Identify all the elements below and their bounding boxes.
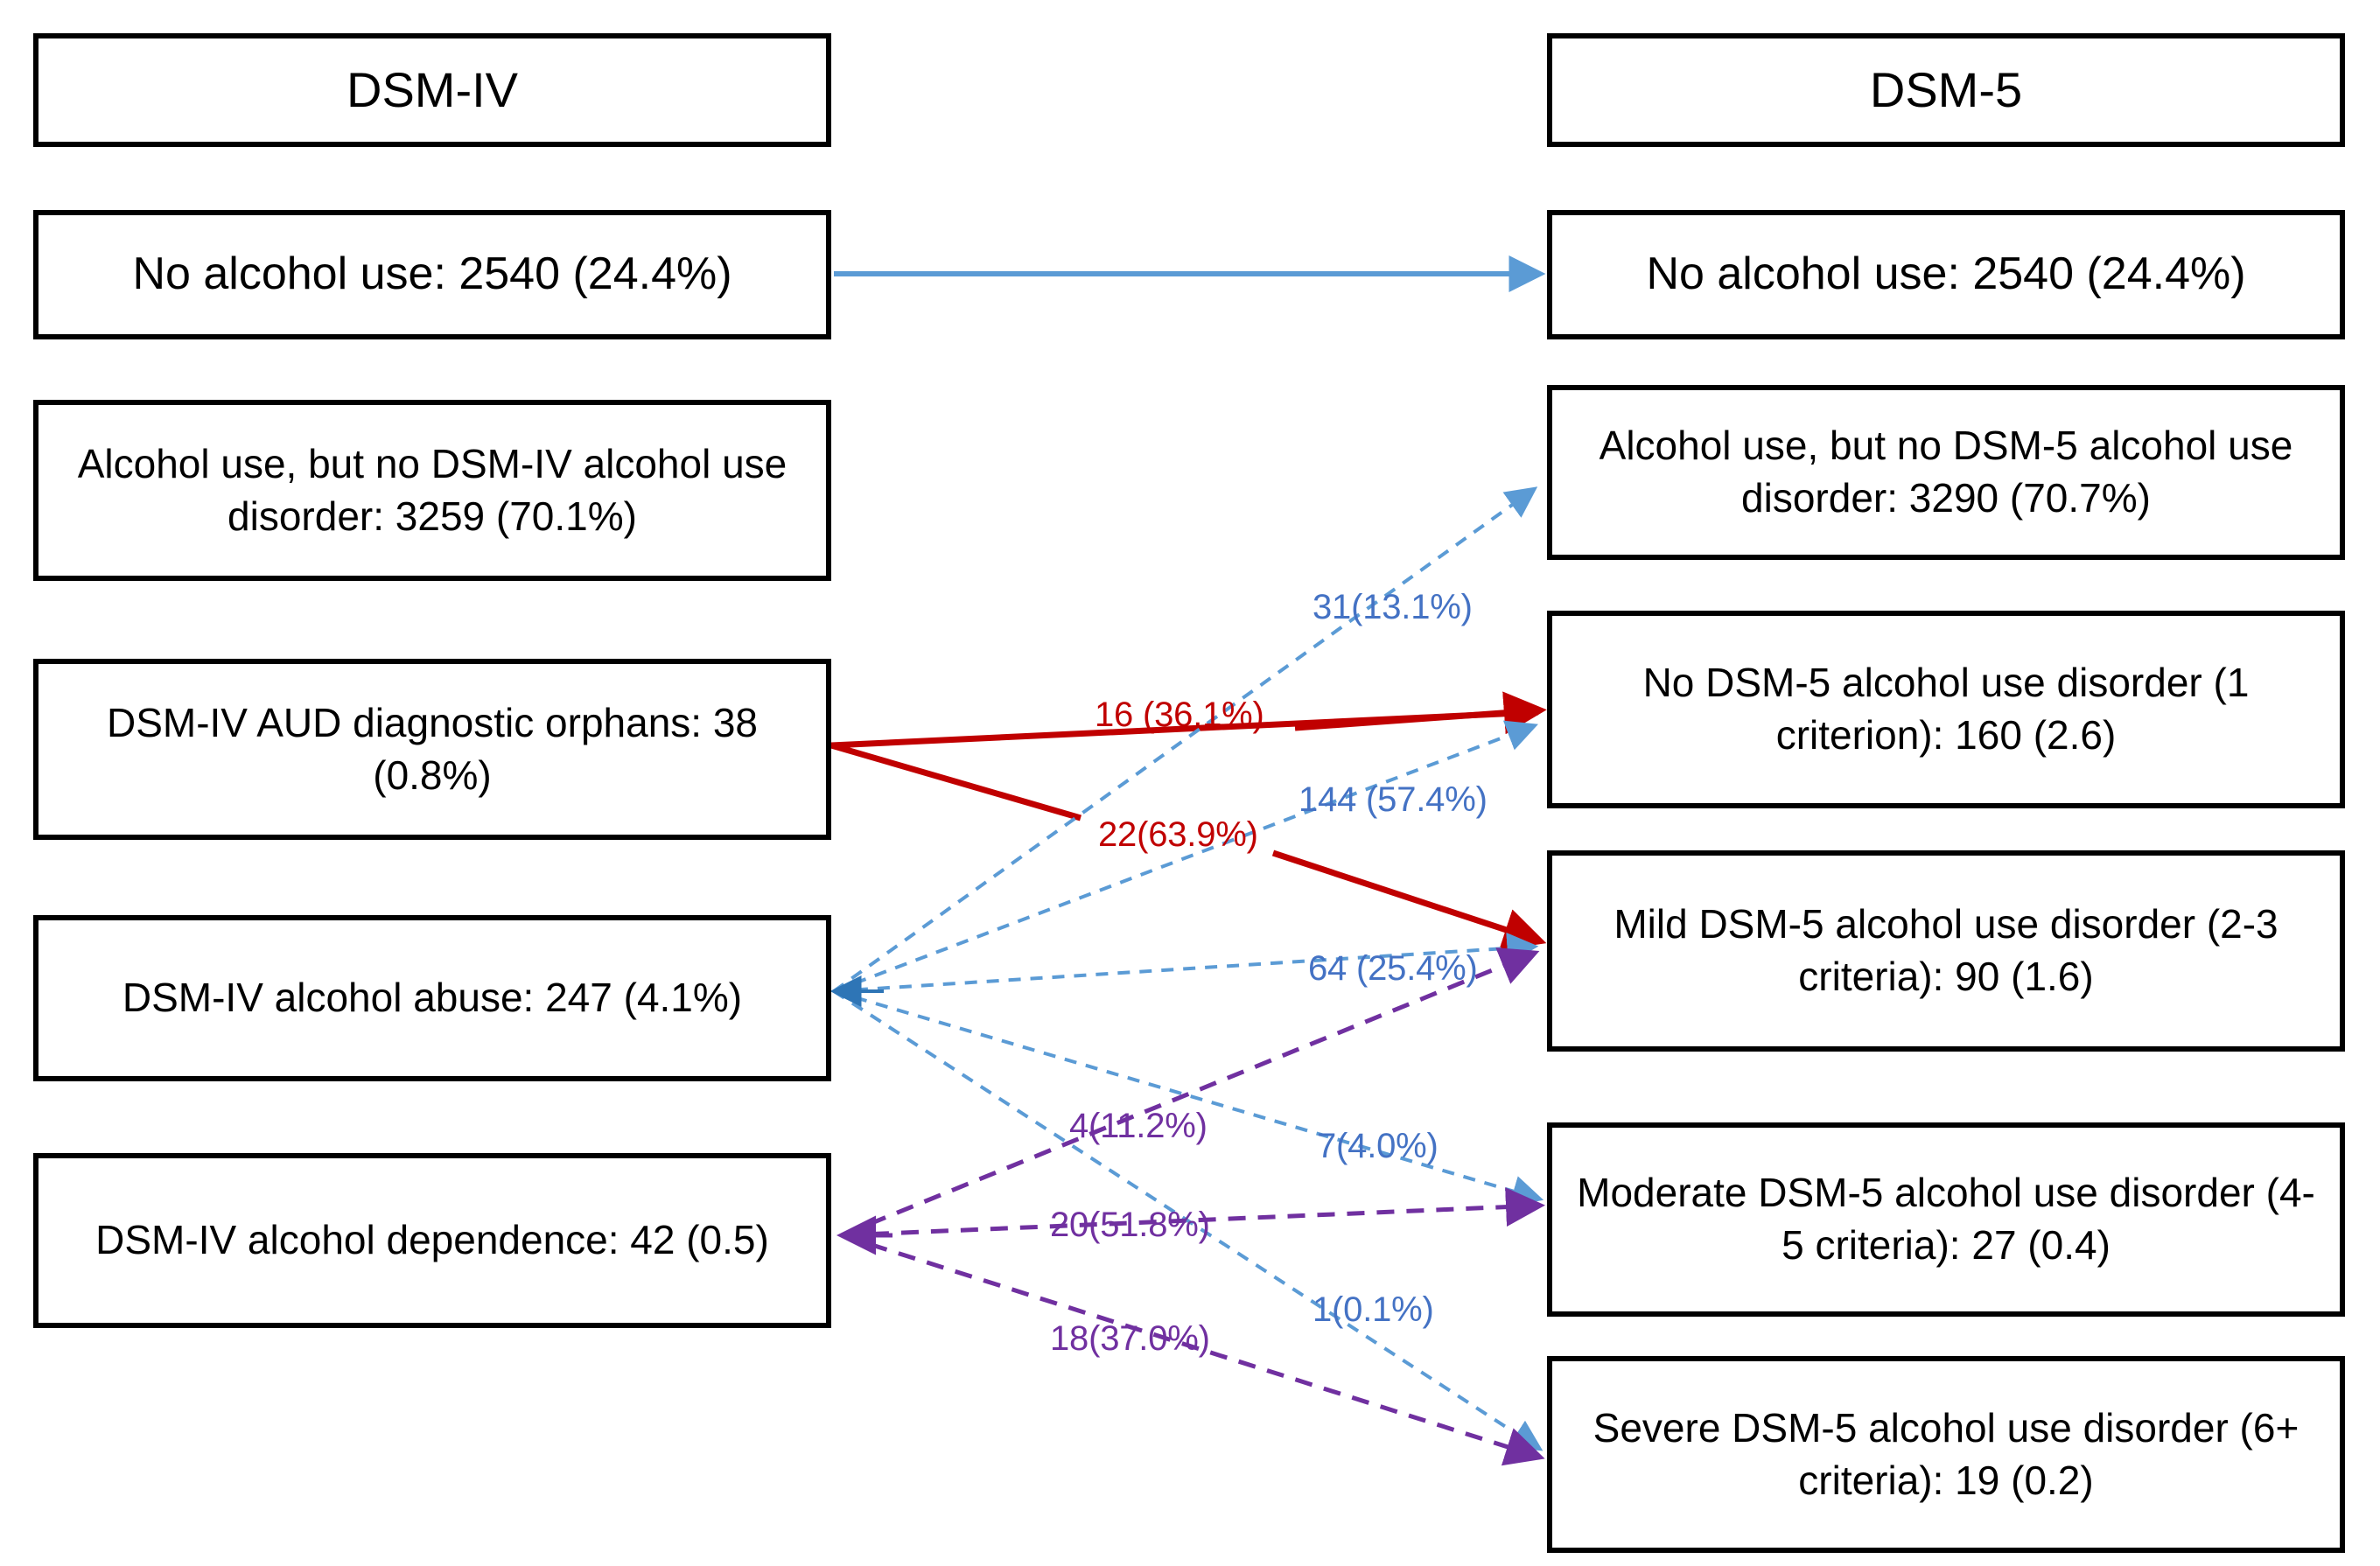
node-dsm4-no-use[interactable]: No alcohol use: 2540 (24.4%) [33, 210, 831, 339]
node-dsm4-use-no-aud-label: Alcohol use, but no DSM-IV alcohol use d… [77, 440, 788, 539]
edge-label-144: 144 (57.4%) [1298, 780, 1488, 819]
node-dsm5-no-use-label: No alcohol use: 2540 (24.4%) [1646, 248, 2246, 300]
node-dsm5-severe-label: Severe DSM-5 alcohol use disorder (6+ cr… [1592, 1404, 2300, 1503]
node-dsm5-use-no-aud[interactable]: Alcohol use, but no DSM-5 alcohol use di… [1547, 385, 2345, 560]
edge-dependence-to-mild [841, 947, 1540, 1238]
column-header-dsm5-label: DSM-5 [1869, 61, 2023, 117]
edge-label-18: 18(37.0%) [1050, 1319, 1210, 1358]
node-dsm5-no-aud-1-label: No DSM-5 alcohol use disorder (1 criteri… [1642, 660, 2250, 758]
edge-label-64: 64 (25.4%) [1308, 949, 1478, 988]
node-dsm4-orphans[interactable]: DSM-IV AUD diagnostic orphans: 38 (0.8%) [33, 659, 831, 840]
node-dsm4-dependence-label: DSM-IV alcohol dependence: 42 (0.5) [95, 1217, 769, 1263]
node-dsm4-orphans-label: DSM-IV AUD diagnostic orphans: 38 (0.8%) [106, 699, 759, 798]
node-dsm4-abuse[interactable]: DSM-IV alcohol abuse: 247 (4.1%) [33, 915, 831, 1081]
column-header-dsm4-label: DSM-IV [346, 61, 518, 117]
node-dsm5-mild[interactable]: Mild DSM-5 alcohol use disorder (2-3 cri… [1547, 850, 2345, 1052]
edge-label-16: 16 (36.1%) [1095, 696, 1264, 734]
edge-label-7: 7(4.0%) [1317, 1127, 1438, 1165]
edge-orphans-to-no-aud1-head [1294, 691, 1547, 735]
node-dsm5-moderate[interactable]: Moderate DSM-5 alcohol use disorder (4-5… [1547, 1122, 2345, 1317]
node-dsm5-use-no-aud-label: Alcohol use, but no DSM-5 alcohol use di… [1599, 423, 2293, 521]
edge-label-1: 1(0.1%) [1312, 1290, 1434, 1329]
node-dsm5-no-use[interactable]: No alcohol use: 2540 (24.4%) [1547, 210, 2345, 339]
edge-label-4: 4(11.2%) [1069, 1107, 1208, 1145]
node-dsm4-abuse-label: DSM-IV alcohol abuse: 247 (4.1%) [122, 975, 743, 1021]
edge-orphans-to-mild [830, 742, 1082, 821]
node-dsm5-no-aud-1[interactable]: No DSM-5 alcohol use disorder (1 criteri… [1547, 611, 2345, 808]
edge-label-22: 22(63.9%) [1098, 815, 1258, 854]
node-dsm4-dependence[interactable]: DSM-IV alcohol dependence: 42 (0.5) [33, 1153, 831, 1328]
edge-label-31: 31(13.1%) [1312, 588, 1473, 626]
edge-orphans-to-mild-head [1271, 849, 1547, 950]
column-header-dsm4: DSM-IV [33, 33, 831, 147]
edge-abuse-to-use-no-aud [832, 486, 1538, 993]
edge-label-20: 20(51.8%) [1050, 1206, 1210, 1244]
node-dsm5-moderate-label: Moderate DSM-5 alcohol use disorder (4-5… [1577, 1170, 2315, 1268]
edge-abuse-to-moderate [833, 989, 1544, 1206]
column-header-dsm5: DSM-5 [1547, 33, 2345, 147]
node-dsm4-use-no-aud[interactable]: Alcohol use, but no DSM-IV alcohol use d… [33, 400, 831, 581]
node-dsm5-mild-label: Mild DSM-5 alcohol use disorder (2-3 cri… [1614, 901, 2278, 999]
node-dsm5-severe[interactable]: Severe DSM-5 alcohol use disorder (6+ cr… [1547, 1356, 2345, 1553]
node-dsm4-no-use-label: No alcohol use: 2540 (24.4%) [132, 248, 732, 300]
